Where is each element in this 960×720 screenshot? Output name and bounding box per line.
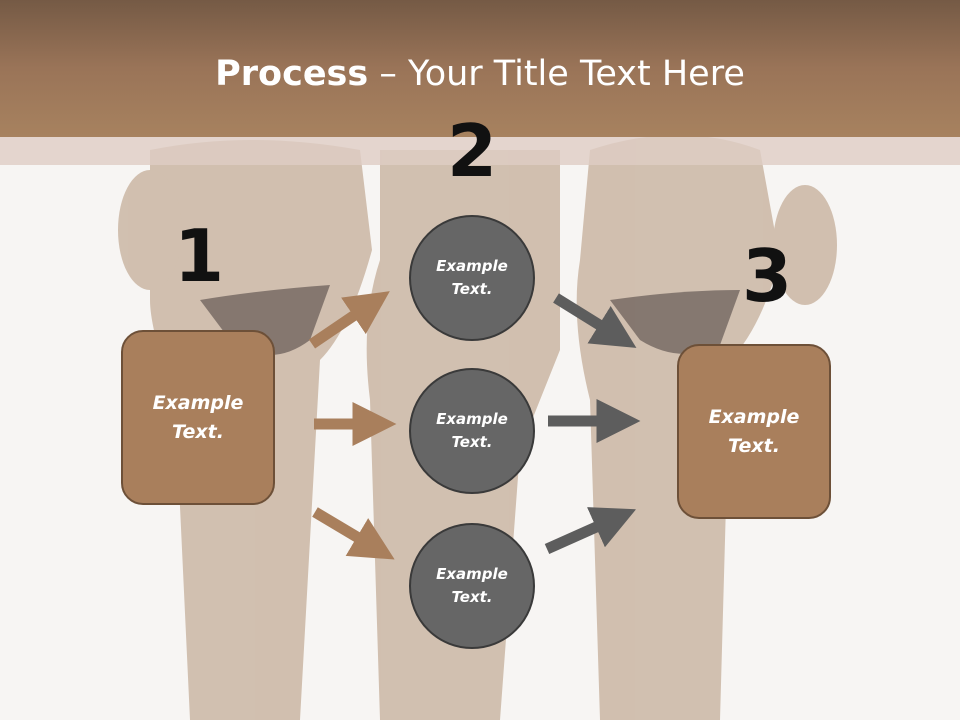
circle-2-text: Example Text. (436, 410, 508, 451)
arrow-circle1-to-box3 (553, 293, 637, 348)
circle-3: Example Text. (409, 523, 535, 649)
arrow-box1-to-circle3 (312, 507, 395, 560)
title-bold: Process (215, 54, 369, 94)
circle-1: Example Text. (409, 215, 535, 341)
circle-1-text: Example Text. (436, 257, 508, 298)
arrow-circle3-to-box3 (544, 507, 637, 555)
step-number-3: 3 (741, 234, 793, 318)
arrow-box1-to-circle1 (308, 291, 390, 349)
step-1-text: Example Text. (152, 391, 244, 443)
header-strip (0, 137, 960, 165)
step-number-2: 2 (446, 109, 498, 193)
slide-title: Process – Your Title Text Here (0, 52, 960, 96)
circle-2: Example Text. (409, 368, 535, 494)
step-number-1: 1 (173, 214, 225, 298)
step-3-box: Example Text. (677, 344, 831, 519)
step-3-text: Example Text. (708, 405, 800, 457)
circle-3-text: Example Text. (436, 565, 508, 606)
step-1-box: Example Text. (121, 330, 275, 505)
title-rest: – Your Title Text Here (368, 54, 745, 94)
header-band (0, 0, 960, 137)
